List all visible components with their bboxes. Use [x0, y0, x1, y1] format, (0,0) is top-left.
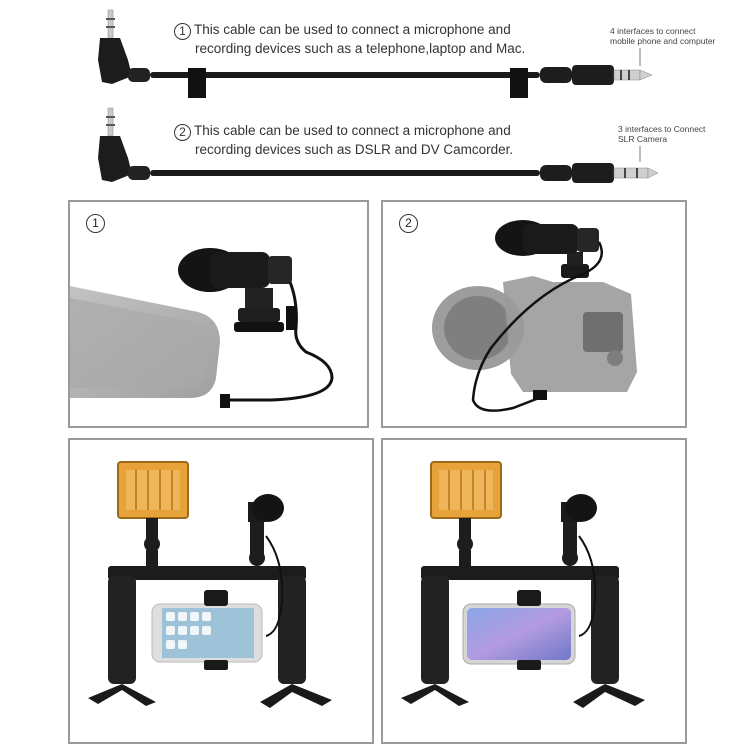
rig-iphone-photo: [88, 461, 332, 708]
cable-1-line-1: This cable can be used to connect a micr…: [194, 22, 511, 37]
cable-1-line-2: recording devices such as a telephone,la…: [195, 41, 526, 56]
cable-1-image: [98, 9, 653, 98]
cable-2-line-2: recording devices such as DSLR and DV Ca…: [195, 142, 514, 157]
cable-1-note-line-2: mobile phone and computer: [610, 36, 716, 46]
cable-2-line-1: This cable can be used to connect a micr…: [194, 123, 511, 138]
cable-2-note-line-2: SLR Camera: [618, 134, 668, 144]
mic-phone-photo: [70, 248, 334, 408]
cable-2-number: 2: [174, 124, 191, 141]
panel-2-number: 2: [399, 214, 418, 233]
cable-1-note: 4 interfaces to connect mobile phone and…: [610, 26, 740, 46]
panel-mic-camera: 2: [381, 200, 687, 428]
cable-1-number: 1: [174, 23, 191, 40]
cable-1-note-line-1: 4 interfaces to connect: [610, 26, 696, 36]
cable-2-note-line-1: 3 interfaces to Connect: [618, 124, 706, 134]
rig-android-photo: [401, 461, 645, 708]
panel-rig-android: [381, 438, 687, 744]
panel-mic-phone: 1: [68, 200, 369, 428]
panel-1-number: 1: [86, 214, 105, 233]
cable-2-image: [98, 107, 659, 183]
mic-camera-photo: [432, 220, 637, 412]
panel-rig-iphone: [68, 438, 374, 744]
cable-2-note: 3 interfaces to Connect SLR Camera: [618, 124, 743, 144]
